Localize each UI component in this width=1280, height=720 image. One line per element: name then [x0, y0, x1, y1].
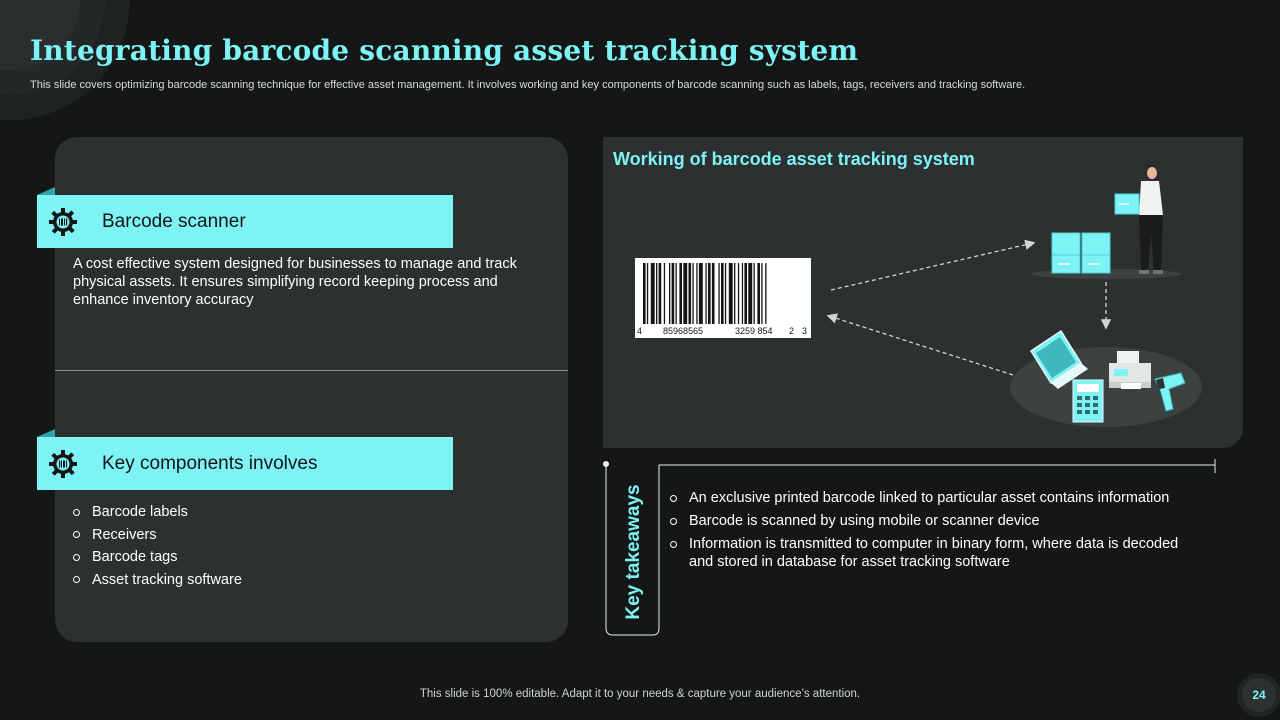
list-item-text: Asset tracking software [92, 571, 242, 588]
barcode-bar [669, 263, 671, 333]
barcode-bar [675, 263, 677, 333]
barcode-bar [658, 263, 662, 333]
barcode-digit: 3259 854 [735, 326, 773, 336]
barcode-digit: 2 [789, 326, 794, 336]
barcode-bar [708, 263, 711, 333]
list-item: Information is transmitted to computer i… [670, 535, 1200, 571]
barcode-scanner-heading: Barcode scanner [102, 210, 246, 232]
barcode-bar [692, 263, 694, 333]
barcode-bar [748, 263, 753, 333]
list-item-text: Barcode labels [92, 504, 188, 520]
tab-fold [37, 429, 55, 437]
barcode-bar [718, 263, 720, 333]
arrow-to-inventory [830, 239, 1036, 291]
barcode-bar [643, 263, 646, 333]
barcode-bar [663, 263, 666, 333]
list-item-text: An exclusive printed barcode linked to p… [689, 490, 1170, 506]
key-components-header: Key components involves [37, 429, 453, 490]
devices-illustration [1010, 329, 1202, 427]
key-components-heading: Key components involves [102, 452, 318, 474]
barcode-bar [656, 263, 658, 333]
barcode-bar [679, 263, 682, 333]
barcode-bar [761, 263, 763, 333]
corner-decoration [0, 0, 130, 120]
list-item-text: Barcode tags [92, 549, 178, 565]
barcode-bar [744, 263, 747, 333]
gear-barcode-icon [49, 207, 77, 236]
barcode-bar [724, 263, 727, 333]
bullet-icon [73, 553, 80, 561]
barcode-digit: 4 [637, 326, 642, 336]
tab-fold [37, 187, 55, 195]
gear-barcode-icon [49, 449, 77, 478]
barcode-bar [753, 263, 755, 333]
barcode-bars [643, 263, 767, 333]
bullet-icon [73, 508, 80, 516]
page-subtitle: This slide covers optimizing barcode sca… [30, 79, 1026, 91]
barcode-bar [757, 263, 760, 333]
barcode-digit: 85968565 [663, 326, 703, 336]
list-item: Barcode tags [73, 546, 242, 569]
barcode-bar [741, 263, 744, 333]
barcode-bar [737, 263, 740, 333]
footer-note: This slide is 100% editable. Adapt it to… [419, 688, 861, 700]
list-item-text: Information is transmitted to computer i… [689, 536, 1179, 570]
barcode-bar [728, 263, 733, 333]
barcode-image: 4 85968565 3259 854 2 3 [635, 258, 811, 338]
bullet-icon [670, 541, 677, 548]
list-item: An exclusive printed barcode linked to p… [670, 489, 1200, 507]
warehouse-worker-illustration [1031, 163, 1181, 279]
bullet-icon [73, 531, 80, 539]
arrow-to-barcode [826, 313, 1014, 376]
list-item: Barcode is scanned by using mobile or sc… [670, 512, 1200, 530]
barcode-scanner-description: A cost effective system designed for bus… [73, 256, 517, 308]
barcode-bar [734, 263, 736, 333]
barcode-bar [765, 263, 767, 333]
barcode-digit: 3 [802, 326, 807, 336]
list-item: Asset tracking software [73, 569, 242, 592]
key-takeaways-list: An exclusive printed barcode linked to p… [670, 489, 1200, 576]
bullet-icon [73, 576, 80, 584]
section-divider [55, 370, 568, 371]
list-item-text: Receivers [92, 526, 157, 543]
list-item: Receivers [73, 524, 242, 547]
barcode-bar [705, 263, 707, 333]
list-item-text: Barcode is scanned by using mobile or sc… [689, 513, 1040, 529]
bullet-icon [670, 518, 677, 525]
barcode-bar [671, 263, 675, 333]
barcode-bar [698, 263, 703, 333]
barcode-bar [688, 263, 692, 333]
page-title: Integrating barcode scanning asset track… [30, 34, 859, 67]
barcode-scanner-header: Barcode scanner [37, 187, 453, 248]
workflow-title: Working of barcode asset tracking system [613, 149, 975, 169]
barcode-bar [721, 263, 724, 333]
list-item: Barcode labels [73, 501, 242, 524]
barcode-bar [683, 263, 688, 333]
page-number-badge: 24 [1237, 673, 1280, 717]
workflow-diagram: 4 85968565 3259 854 2 3 [635, 163, 1202, 427]
key-components-list: Barcode labels Receivers Barcode tags As… [73, 501, 242, 591]
barcode-bar [711, 263, 715, 333]
key-takeaways-label: Key takeaways [623, 484, 644, 620]
barcode-bar [646, 263, 649, 333]
barcode-bar [650, 263, 655, 333]
bullet-icon [670, 495, 677, 502]
page-number: 24 [1252, 688, 1266, 702]
barcode-bar [696, 263, 698, 333]
key-takeaways-frame [603, 459, 1216, 636]
